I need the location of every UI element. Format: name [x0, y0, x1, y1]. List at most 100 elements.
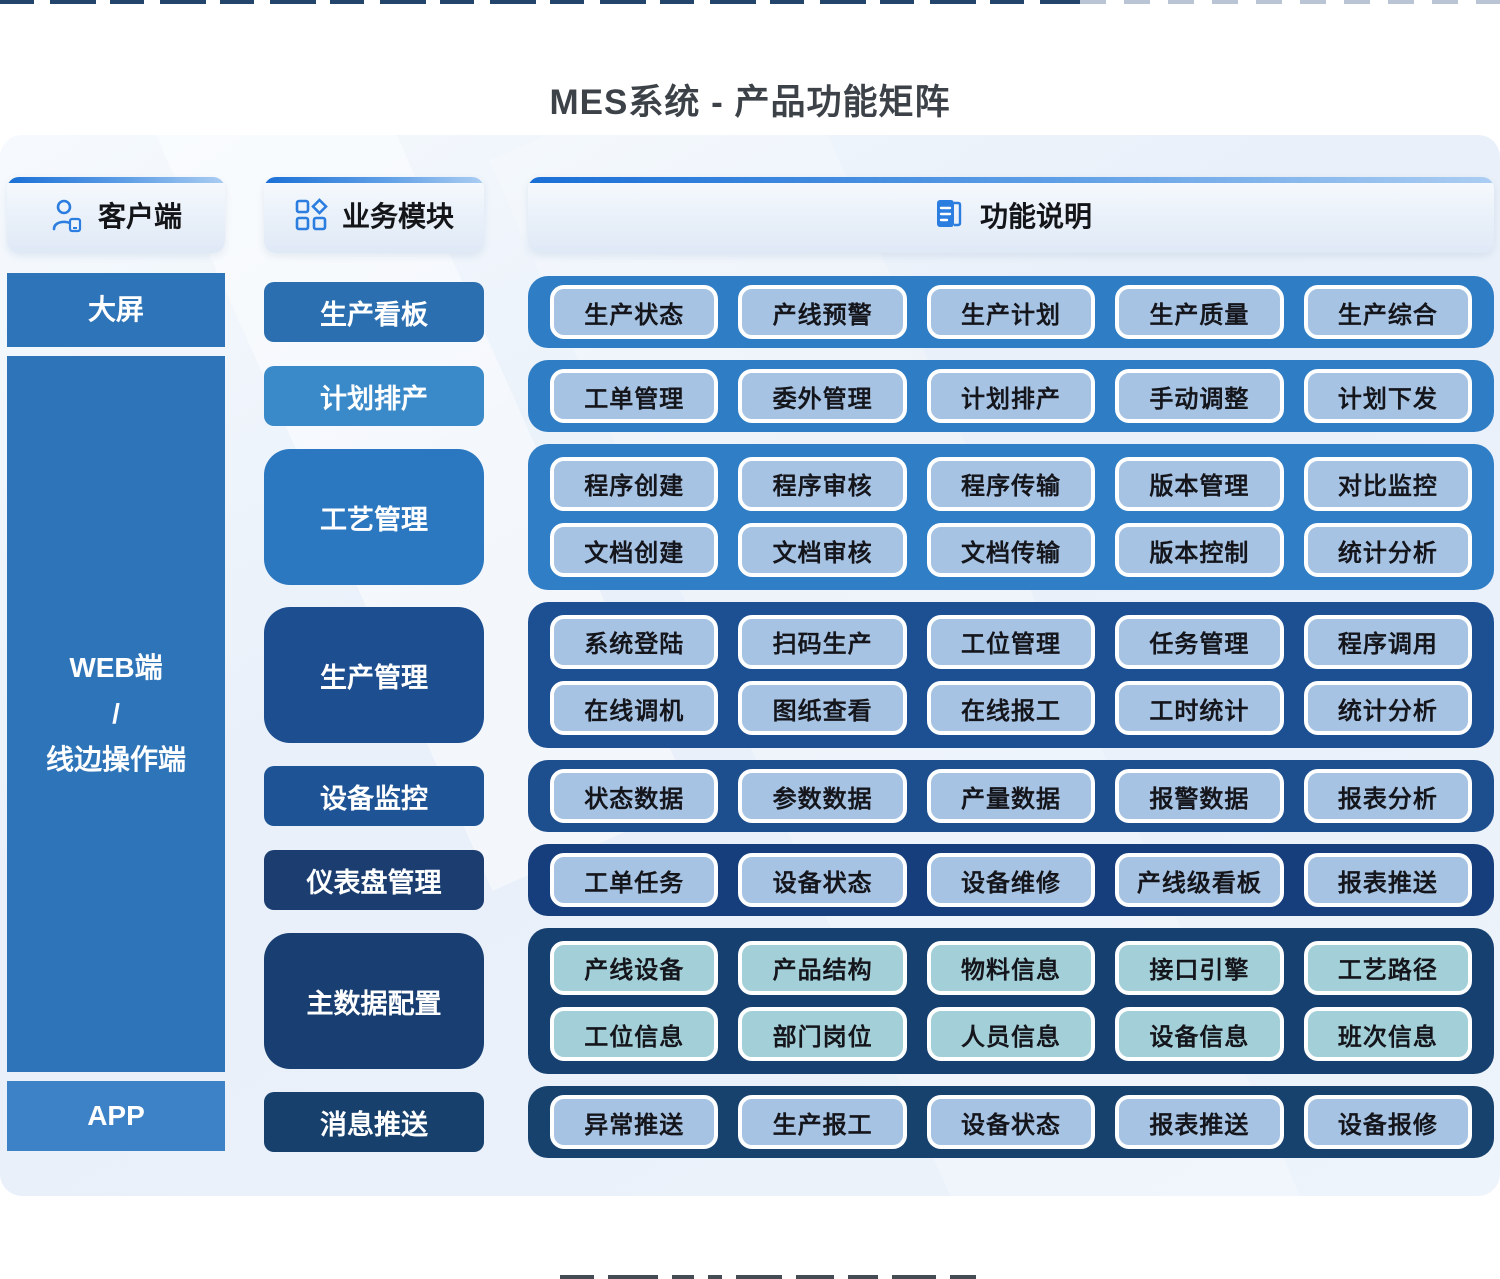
feature-chip: 设备维修 [926, 853, 1096, 907]
feature-group: 产线设备产品结构物料信息接口引擎工艺路径工位信息部门岗位人员信息设备信息班次信息 [528, 928, 1494, 1074]
grid-icon [294, 198, 328, 232]
feature-chip: 设备信息 [1115, 1007, 1284, 1062]
feature-chip: 设备状态 [738, 853, 907, 907]
feature-chip: 程序创建 [550, 456, 719, 511]
matrix-row: 主数据配置产线设备产品结构物料信息接口引擎工艺路径工位信息部门岗位人员信息设备信… [264, 928, 1494, 1074]
chip-row: 异常推送生产报工设备状态报表推送设备报修 [528, 1095, 1494, 1149]
feature-chip: 产线级看板 [1115, 853, 1284, 907]
module-box: 计划排产 [264, 366, 484, 426]
chip-row: 工单任务设备状态设备维修产线级看板报表推送 [528, 853, 1494, 907]
header-client: 客户端 [7, 177, 225, 253]
client-column: 大屏 WEB端 / 线边操作端 APP [7, 273, 225, 1151]
document-icon [930, 197, 966, 233]
chip-row: 系统登陆扫码生产工位管理任务管理程序调用 [528, 614, 1494, 669]
feature-chip: 文档创建 [550, 523, 719, 578]
feature-chip: 在线调机 [550, 681, 719, 736]
client-label: 线边操作端 [45, 744, 186, 776]
feature-chip: 对比监控 [1303, 456, 1473, 511]
page-title: MES系统 - 产品功能矩阵 [549, 83, 951, 122]
feature-chip: 生产状态 [550, 285, 719, 339]
module-box: 生产管理 [264, 607, 484, 743]
feature-group: 异常推送生产报工设备状态报表推送设备报修 [528, 1086, 1494, 1158]
feature-chip: 程序审核 [738, 456, 907, 511]
feature-group: 程序创建程序审核程序传输版本管理对比监控文档创建文档审核文档传输版本控制统计分析 [528, 444, 1494, 590]
feature-chip: 报表推送 [1115, 1095, 1284, 1149]
chip-row: 产线设备产品结构物料信息接口引擎工艺路径 [528, 940, 1494, 995]
feature-chip: 设备报修 [1303, 1095, 1473, 1149]
header-functions-label: 功能说明 [979, 201, 1092, 232]
header-functions: 功能说明 [528, 177, 1494, 253]
module-box: 工艺管理 [264, 449, 484, 585]
module-box: 主数据配置 [264, 933, 484, 1069]
feature-chip: 文档传输 [926, 523, 1096, 578]
feature-chip: 任务管理 [1115, 614, 1284, 669]
feature-chip: 统计分析 [1303, 523, 1473, 578]
client-box-app: APP [7, 1081, 225, 1151]
client-label: WEB端 [69, 651, 163, 683]
feature-chip: 产品结构 [738, 940, 907, 995]
feature-chip: 生产计划 [926, 285, 1096, 339]
user-icon [50, 197, 84, 233]
client-box-web: WEB端 / 线边操作端 [7, 356, 225, 1072]
feature-chip: 工位信息 [550, 1007, 719, 1062]
feature-group: 工单管理委外管理计划排产手动调整计划下发 [528, 360, 1494, 432]
matrix-row: 仪表盘管理工单任务设备状态设备维修产线级看板报表推送 [264, 844, 1494, 916]
matrix-row: 生产管理系统登陆扫码生产工位管理任务管理程序调用在线调机图纸查看在线报工工时统计… [264, 602, 1494, 748]
feature-chip: 版本管理 [1115, 456, 1284, 511]
feature-chip: 扫码生产 [738, 614, 907, 669]
feature-group: 系统登陆扫码生产工位管理任务管理程序调用在线调机图纸查看在线报工工时统计统计分析 [528, 602, 1494, 748]
feature-chip: 报表推送 [1303, 853, 1473, 907]
chip-row: 工单管理委外管理计划排产手动调整计划下发 [528, 369, 1494, 423]
chip-row: 程序创建程序审核程序传输版本管理对比监控 [528, 456, 1494, 511]
bottom-cutoff-text [560, 1273, 980, 1279]
feature-chip: 工艺路径 [1303, 940, 1473, 995]
feature-chip: 报表分析 [1303, 769, 1473, 823]
feature-chip: 产线设备 [550, 940, 719, 995]
matrix-row: 消息推送异常推送生产报工设备状态报表推送设备报修 [264, 1086, 1494, 1158]
matrix-row: 计划排产工单管理委外管理计划排产手动调整计划下发 [264, 360, 1494, 432]
feature-group: 状态数据参数数据产量数据报警数据报表分析 [528, 760, 1494, 832]
feature-chip: 人员信息 [926, 1007, 1096, 1062]
feature-chip: 产量数据 [926, 769, 1096, 823]
feature-chip: 工单管理 [550, 369, 719, 423]
module-box: 设备监控 [264, 766, 484, 826]
feature-chip: 工单任务 [550, 853, 719, 907]
feature-chip: 委外管理 [738, 369, 907, 423]
module-box: 仪表盘管理 [264, 850, 484, 910]
feature-chip: 异常推送 [550, 1095, 719, 1149]
feature-chip: 图纸查看 [738, 681, 907, 736]
matrix-row: 生产看板生产状态产线预警生产计划生产质量生产综合 [264, 276, 1494, 348]
feature-chip: 部门岗位 [738, 1007, 907, 1062]
feature-group: 工单任务设备状态设备维修产线级看板报表推送 [528, 844, 1494, 916]
matrix-row: 工艺管理程序创建程序审核程序传输版本管理对比监控文档创建文档审核文档传输版本控制… [264, 444, 1494, 590]
client-box-bigscreen: 大屏 [7, 273, 225, 347]
top-cutoff-strip [0, 0, 1080, 4]
feature-chip: 产线预警 [738, 285, 907, 339]
feature-chip: 系统登陆 [550, 614, 719, 669]
feature-chip: 计划排产 [926, 369, 1096, 423]
feature-chip: 计划下发 [1303, 369, 1473, 423]
module-box: 消息推送 [264, 1092, 484, 1152]
feature-chip: 状态数据 [550, 769, 719, 823]
feature-chip: 工时统计 [1115, 681, 1284, 736]
feature-chip: 班次信息 [1303, 1007, 1473, 1062]
feature-chip: 参数数据 [738, 769, 907, 823]
feature-chip: 统计分析 [1303, 681, 1473, 736]
client-label: APP [87, 1099, 145, 1131]
feature-chip: 程序调用 [1303, 614, 1473, 669]
matrix-panel: 客户端 业务模块 功能说明 大屏 WEB端 / 线边操作端 APP 生产看板 [0, 135, 1500, 1196]
function-rows: 生产看板生产状态产线预警生产计划生产质量生产综合计划排产工单管理委外管理计划排产… [264, 276, 1494, 1158]
feature-chip: 文档审核 [738, 523, 907, 578]
client-label: / [112, 697, 120, 729]
feature-chip: 工位管理 [926, 614, 1096, 669]
module-box: 生产看板 [264, 282, 484, 342]
chip-row: 在线调机图纸查看在线报工工时统计统计分析 [528, 681, 1494, 736]
feature-chip: 生产报工 [738, 1095, 907, 1149]
chip-row: 生产状态产线预警生产计划生产质量生产综合 [528, 285, 1494, 339]
header-modules-label: 业务模块 [341, 201, 454, 232]
feature-chip: 版本控制 [1115, 523, 1284, 578]
top-cutoff-strip-light [1080, 0, 1500, 4]
feature-chip: 报警数据 [1115, 769, 1284, 823]
chip-row: 文档创建文档审核文档传输版本控制统计分析 [528, 523, 1494, 578]
feature-chip: 生产综合 [1303, 285, 1473, 339]
